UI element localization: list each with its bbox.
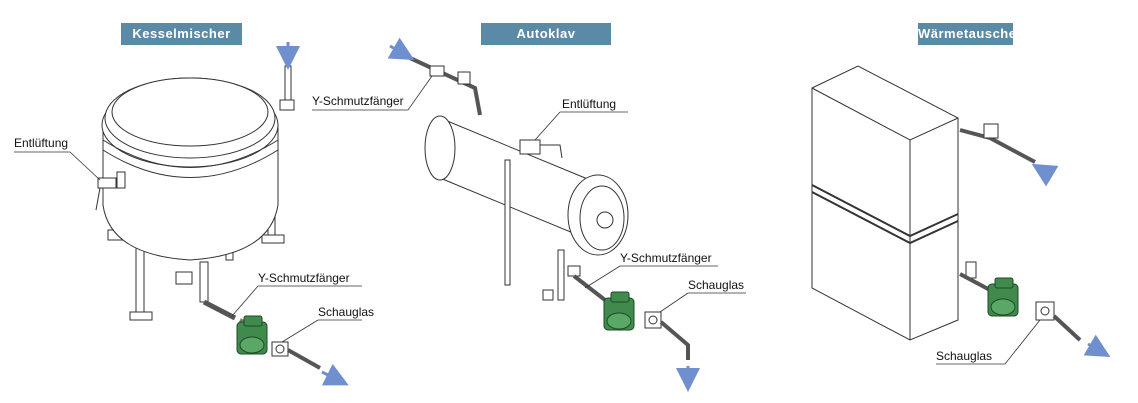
label-strainer-kettle: Y-Schmutzfänger: [258, 271, 350, 285]
kettle-mixer-drawing: [95, 65, 321, 370]
label-vent-autoclave: Entlüftung: [562, 97, 617, 111]
autoclave-drawing: [409, 56, 690, 360]
leader-vent-kettle: [14, 151, 101, 181]
heat-exchanger-drawing: [811, 65, 1082, 342]
label-vent-kettle: Entlüftung: [14, 136, 69, 150]
leader-sightglass-autoclave: [659, 292, 746, 313]
leader-strainer-top-autoclave: [312, 75, 433, 111]
autoclave-drain-valve: [567, 265, 581, 277]
autoclave-drain-pipe: [557, 249, 565, 301]
flow-arrow-outlet-kettle: [321, 363, 349, 386]
autoclave-inlet-pipe: [409, 56, 482, 116]
leader-strainer-autoclave: [584, 265, 718, 289]
steam-trap-kettle: [236, 315, 268, 355]
drain-valve: [175, 271, 193, 285]
sight-glass-autoclave: [644, 311, 662, 329]
flow-arrow-inlet-heat-exchanger: [1031, 163, 1059, 187]
label-sightglass-heat-exchanger: Schauglas: [936, 349, 993, 363]
sight-glass-kettle: [271, 341, 289, 357]
label-strainer-top-autoclave: Y-Schmutzfänger: [312, 94, 404, 108]
flow-arrow-outlet-heat-exchanger: [1083, 334, 1111, 358]
leader-sightglass-heat-exchanger: [936, 319, 1041, 365]
autoclave-strainer-top: [429, 65, 445, 77]
kettle-foot-right: [261, 234, 285, 244]
label-sightglass-kettle: Schauglas: [318, 305, 375, 319]
sight-glass-heat-exchanger: [1035, 301, 1055, 321]
label-sightglass-autoclave: Schauglas: [688, 278, 745, 292]
label-strainer-autoclave: Y-Schmutzfänger: [620, 251, 712, 265]
panel-title-autoklav: Autoklav: [481, 23, 611, 45]
panel-title-waermetauscher: Wärmetauscher: [918, 23, 1022, 45]
vent-valve: [97, 177, 117, 189]
autoclave-vent-valve: [519, 139, 541, 155]
steam-trap-heat-exchanger: [987, 277, 1019, 317]
kettle-lid-top: [111, 77, 269, 147]
kettle-foot-left: [129, 311, 153, 321]
autoclave-inlet-valve: [457, 71, 471, 85]
flow-arrow-inlet-autoclave: [387, 37, 415, 60]
heat-exchanger-inlet-valve: [983, 123, 999, 139]
leader-sightglass-kettle: [281, 319, 362, 343]
autoclave-body: [439, 117, 591, 241]
panel-title-kesselmischer: Kesselmischer: [121, 23, 242, 45]
drain-pipe: [199, 261, 209, 303]
leader-strainer-kettle: [231, 285, 362, 317]
steam-trap-autoclave: [603, 291, 635, 331]
leader-vent-autoclave: [534, 111, 628, 141]
